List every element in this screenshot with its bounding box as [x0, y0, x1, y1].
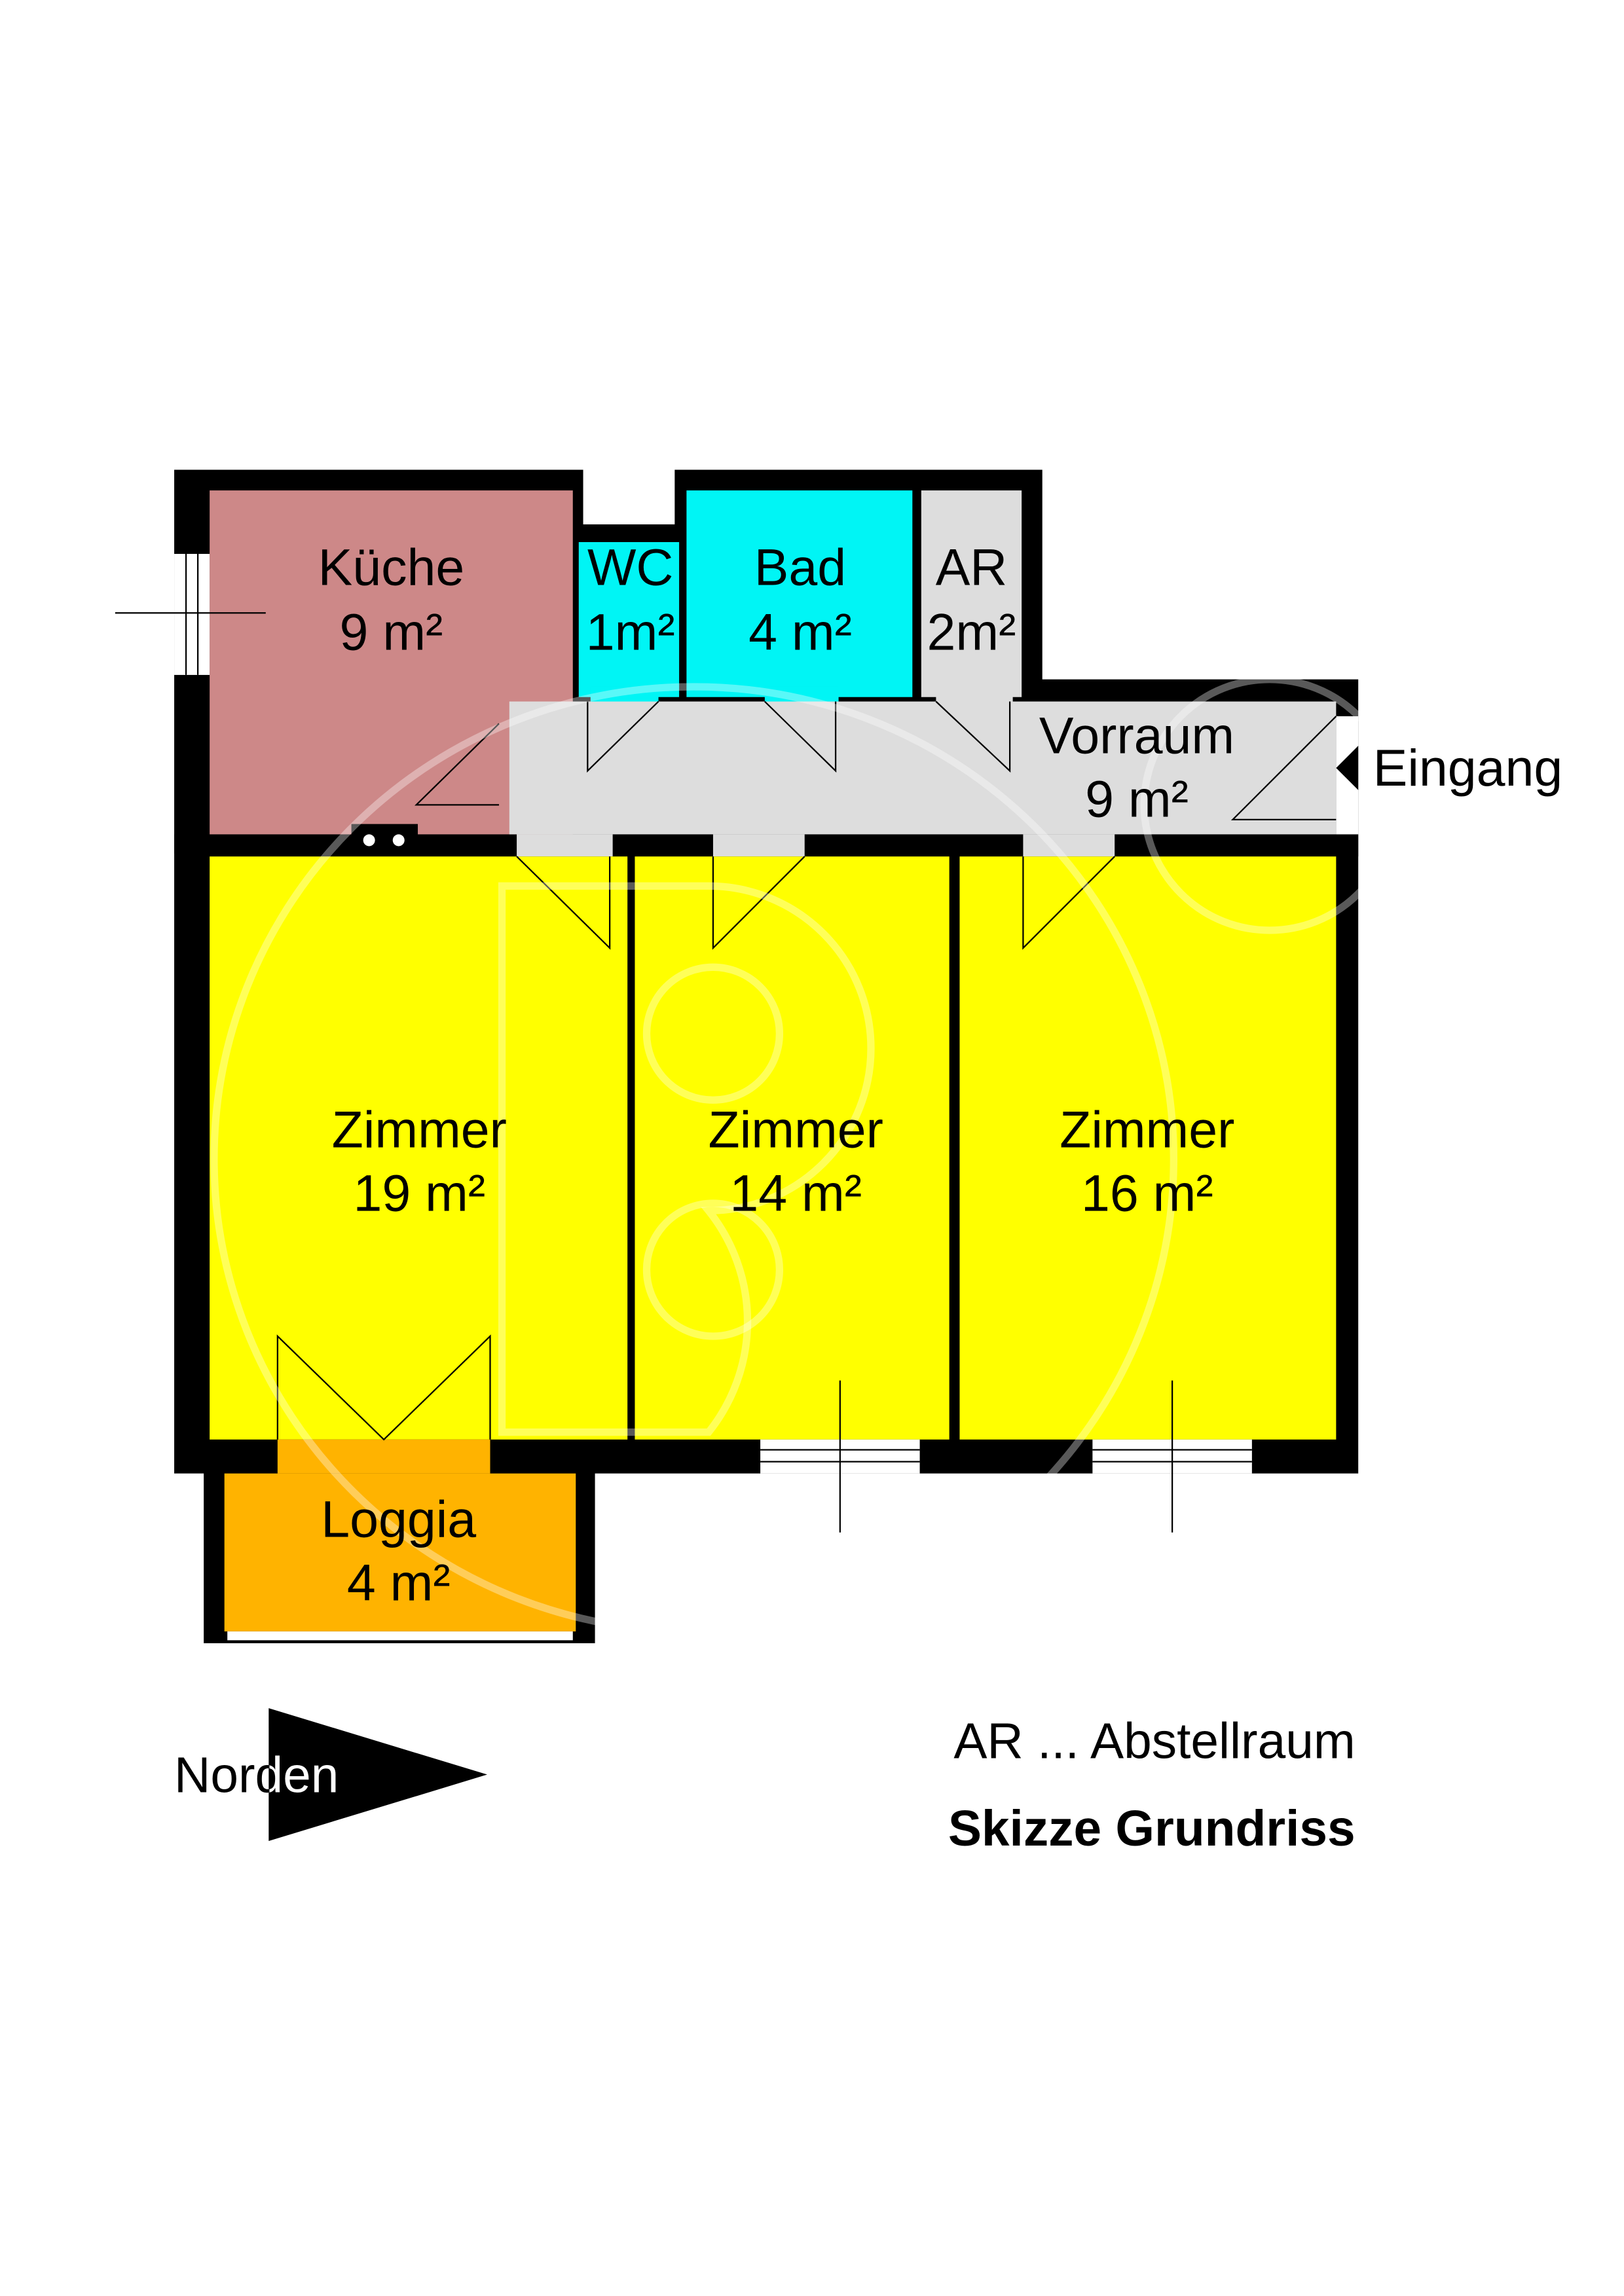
- label-wc-area: 1m²: [586, 604, 675, 661]
- label-zimmer2-name: Zimmer: [709, 1101, 883, 1158]
- legend-text: AR ... Abstellraum: [953, 1714, 1355, 1770]
- label-ar-area: 2m²: [927, 604, 1016, 661]
- label-zimmer3-area: 16 m²: [1081, 1164, 1213, 1222]
- door-swings: [276, 701, 1337, 1441]
- room-vorraum: [509, 701, 1337, 835]
- entrance-label: Eingang: [1373, 739, 1563, 797]
- plan-title: Skizze Grundriss: [948, 1801, 1356, 1857]
- vent-icon: [363, 834, 375, 847]
- label-loggia-area: 4 m²: [347, 1554, 451, 1612]
- north-arrow-icon: [268, 1708, 487, 1842]
- room-zimmer-1: [210, 856, 628, 1440]
- label-zimmer1-area: 19 m²: [353, 1164, 485, 1222]
- label-kueche-name: Küche: [318, 538, 465, 596]
- room-wc: [578, 542, 680, 697]
- label-kueche-area: 9 m²: [340, 604, 443, 661]
- watermark: [210, 676, 1399, 1635]
- north-label: Norden: [174, 1748, 339, 1804]
- windows: [115, 554, 1252, 1533]
- room-ar: [921, 490, 1022, 697]
- label-ar-name: AR: [936, 538, 1008, 596]
- label-zimmer2-area: 14 m²: [729, 1164, 862, 1222]
- room-zimmer-3: [959, 856, 1337, 1440]
- label-vorraum-name: Vorraum: [1039, 706, 1234, 764]
- label-zimmer1-name: Zimmer: [332, 1101, 507, 1158]
- door-openings: [517, 686, 1115, 857]
- label-bad-name: Bad: [754, 538, 846, 596]
- entrance-arrow-icon: [1336, 746, 1359, 790]
- room-zimmer-2: [635, 856, 950, 1440]
- room-bad: [686, 490, 913, 697]
- label-wc-name: WC: [587, 538, 673, 596]
- label-vorraum-area: 9 m²: [1085, 770, 1189, 828]
- label-zimmer3-name: Zimmer: [1060, 1101, 1234, 1158]
- label-loggia-name: Loggia: [321, 1491, 476, 1548]
- label-bad-area: 4 m²: [748, 604, 852, 661]
- room-loggia: [224, 1473, 576, 1631]
